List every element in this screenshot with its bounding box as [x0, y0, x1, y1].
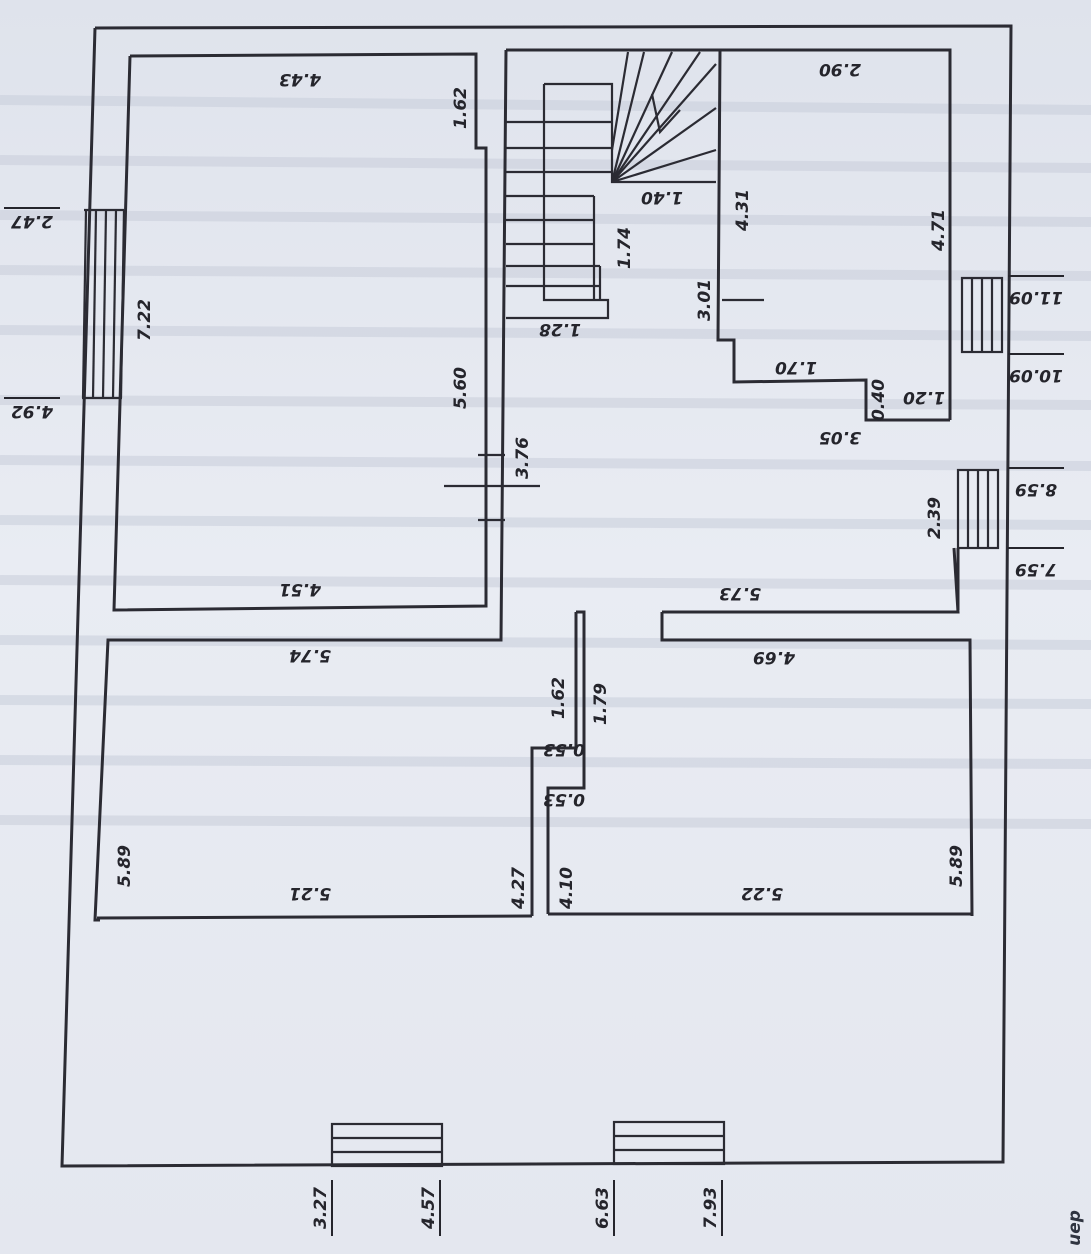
dim-room-nw-notch: 1.62: [451, 87, 471, 129]
dim-partition-a: 1.62: [549, 677, 569, 719]
dim-hall-wall: 4.31: [733, 189, 753, 232]
dim-partition-b: 1.79: [591, 683, 611, 725]
dim-corridor-width: 3.76: [513, 437, 533, 479]
mark-right-1: 11.09: [1009, 287, 1063, 307]
mark-right-3: 8.59: [1015, 479, 1057, 499]
dim-stair-landing: 1.40: [641, 187, 683, 207]
mark-right-4: 7.59: [1015, 559, 1057, 579]
background-lines: [0, 95, 1091, 829]
mark-bottom-2: 4.57: [419, 1187, 439, 1230]
dim-room-ne-right: 4.71: [929, 209, 949, 252]
mark-left-bottom: 4.92: [11, 401, 54, 421]
mark-right-2: 10.09: [1009, 365, 1063, 385]
dim-room-sw-left: 5.89: [115, 845, 135, 887]
dim-closet-door: 1.20: [903, 387, 945, 407]
dim-room-se-left: 4.10: [557, 867, 577, 910]
mark-bottom-1: 3.27: [311, 1187, 331, 1229]
dim-room-se-bottom: 5.22: [741, 883, 783, 903]
dim-closet-step: 0.40: [869, 379, 889, 421]
dim-room-ne-top: 2.90: [819, 59, 861, 79]
mark-left-top: 2.47: [11, 211, 53, 231]
dim-closet-w: 1.70: [775, 357, 817, 377]
mark-bottom-4: 7.93: [701, 1187, 721, 1229]
dim-room-ne-window: 2.39: [925, 497, 945, 539]
dim-room-sw-bottom: 5.21: [289, 883, 331, 903]
dim-partition-d: 0.53: [543, 789, 585, 809]
dim-partition-c: 0.53: [543, 739, 585, 759]
dim-mid-right-upper: 5.73: [719, 583, 761, 603]
dim-mid-right-lower: 4.69: [753, 647, 796, 667]
dim-room-nw-top: 4.43: [279, 69, 322, 89]
dim-stair-bottom: 1.28: [539, 319, 581, 339]
dim-room-nw-bottom: 4.51: [279, 579, 322, 599]
dim-stair-length: 1.74: [615, 227, 635, 269]
staircase: [506, 51, 764, 320]
dim-room-nw-right: 5.60: [451, 367, 471, 409]
central-partitions: [93, 48, 974, 922]
edge-text: ueр: [1065, 1210, 1085, 1246]
room-northwest: [112, 52, 488, 612]
dim-room-sw-right: 4.27: [509, 867, 529, 910]
dim-closet-h: 3.01: [695, 279, 715, 321]
dim-room-nw-height: 7.22: [135, 299, 155, 341]
dim-mid-partition-total: 5.74: [289, 645, 331, 665]
mark-bottom-3: 6.63: [593, 1187, 613, 1229]
dim-hall-bottom: 3.05: [819, 427, 861, 447]
outer-marks: 2.47 4.92 11.09 10.09 8.59 7.59 3.27 4.5…: [4, 207, 1085, 1246]
dim-room-se-right: 5.89: [947, 845, 967, 887]
dimension-labels: 4.43 1.62 7.22 5.60 3.76 4.51 1.40 1.74 …: [115, 59, 967, 910]
